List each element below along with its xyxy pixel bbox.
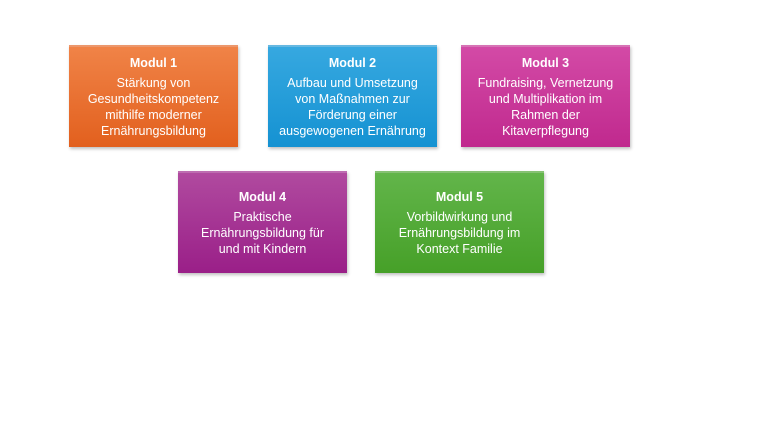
desc-line: Rahmen der xyxy=(511,108,580,122)
desc-line: Praktische xyxy=(233,210,292,224)
module-title: Modul 3 xyxy=(521,56,570,70)
desc-line: Ernährungsbildung im xyxy=(398,226,521,240)
desc-line: mithilfe moderner xyxy=(105,108,202,122)
module-1-box: Modul 1 Stärkung von Gesundheitskompeten… xyxy=(69,45,238,147)
module-description: Vorbildwirkung und Ernährungsbildung im … xyxy=(375,209,544,257)
desc-line: und Multiplikation im xyxy=(488,92,603,106)
module-title: Modul 5 xyxy=(435,190,484,204)
desc-line: Fundraising, Vernetzung xyxy=(477,76,614,90)
module-title: Modul 4 xyxy=(238,190,287,204)
module-5-box: Modul 5 Vorbildwirkung und Ernährungsbil… xyxy=(375,171,544,273)
desc-line: Förderung einer xyxy=(308,108,397,122)
module-2-box: Modul 2 Aufbau und Umsetzung von Maßnahm… xyxy=(268,45,437,147)
desc-line: Ernährungsbildung für xyxy=(201,226,324,240)
desc-line: Kontext Familie xyxy=(416,242,503,256)
desc-line: ausgewogenen Ernährung xyxy=(279,124,426,138)
module-4-box: Modul 4 Praktische Ernährungsbildung für… xyxy=(178,171,347,273)
module-title: Modul 2 xyxy=(328,56,377,70)
desc-line: Vorbildwirkung und xyxy=(406,210,513,224)
desc-line: Gesundheitskompetenz xyxy=(87,92,220,106)
desc-line: von Maßnahmen zur xyxy=(295,92,410,106)
desc-line: Aufbau und Umsetzung xyxy=(287,76,418,90)
module-title: Modul 1 xyxy=(129,56,178,70)
module-3-box: Modul 3 Fundraising, Vernetzung und Mult… xyxy=(461,45,630,147)
desc-line: Ernährungsbildung xyxy=(101,124,206,138)
module-description: Fundraising, Vernetzung und Multiplikati… xyxy=(461,75,630,139)
desc-line: und mit Kindern xyxy=(218,242,307,256)
desc-line: Stärkung von xyxy=(116,76,191,90)
module-description: Praktische Ernährungsbildung für und mit… xyxy=(178,209,347,257)
module-description: Stärkung von Gesundheitskompetenz mithil… xyxy=(69,75,238,139)
desc-line: Kitaverpflegung xyxy=(502,124,589,138)
module-description: Aufbau und Umsetzung von Maßnahmen zur F… xyxy=(268,75,437,139)
